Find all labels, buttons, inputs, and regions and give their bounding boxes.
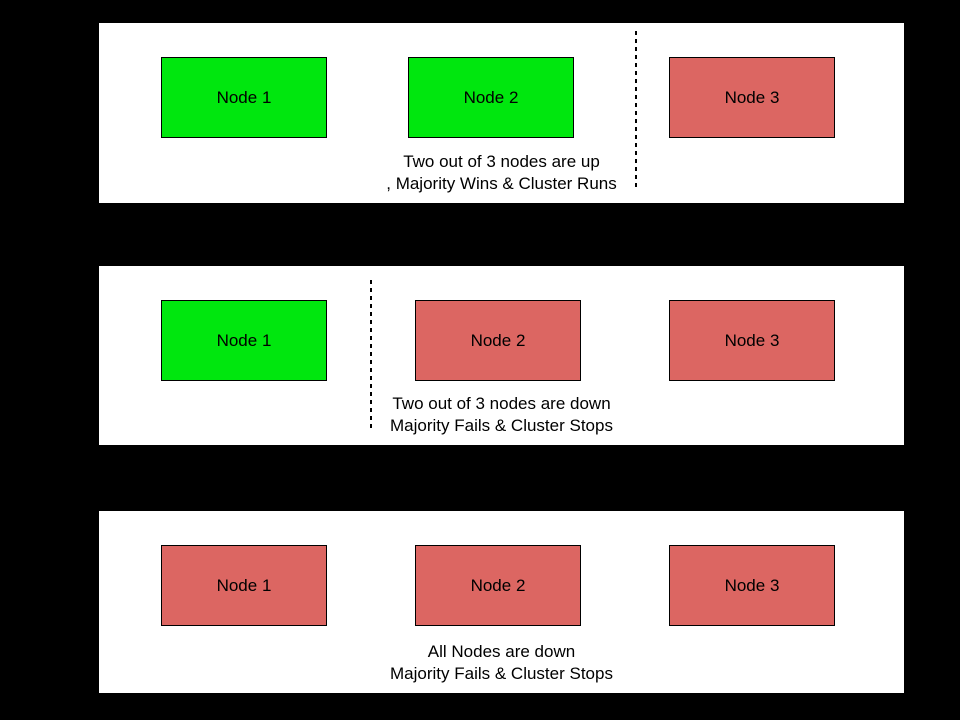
node-box: Node 3 xyxy=(669,57,835,138)
scenario-caption: All Nodes are down Majority Fails & Clus… xyxy=(99,641,904,685)
partition-dashed-line xyxy=(635,31,637,188)
node-box: Node 2 xyxy=(415,545,581,626)
node-box: Node 3 xyxy=(669,300,835,381)
partition-dashed-line xyxy=(370,280,372,432)
node-box: Node 1 xyxy=(161,300,327,381)
caption-line: Two out of 3 nodes are down xyxy=(392,394,611,413)
node-box: Node 2 xyxy=(408,57,574,138)
node-box: Node 2 xyxy=(415,300,581,381)
scenario-panel-all-down: Node 1 Node 2 Node 3 All Nodes are down … xyxy=(97,509,906,695)
caption-line: All Nodes are down xyxy=(427,642,576,661)
caption-line: , Majority Wins & Cluster Runs xyxy=(386,174,617,193)
scenario-panel-two-down: Node 1 Node 2 Node 3 Two out of 3 nodes … xyxy=(97,264,906,447)
scenario-caption: Two out of 3 nodes are down Majority Fai… xyxy=(99,393,904,437)
scenario-caption: Two out of 3 nodes are up , Majority Win… xyxy=(99,151,904,195)
caption-line: Majority Fails & Cluster Stops xyxy=(390,416,613,435)
caption-line: Majority Fails & Cluster Stops xyxy=(390,664,613,683)
node-box: Node 1 xyxy=(161,545,327,626)
node-box: Node 1 xyxy=(161,57,327,138)
node-box: Node 3 xyxy=(669,545,835,626)
caption-line: Two out of 3 nodes are up xyxy=(403,152,600,171)
scenario-panel-two-up: Node 1 Node 2 Node 3 Two out of 3 nodes … xyxy=(97,21,906,205)
